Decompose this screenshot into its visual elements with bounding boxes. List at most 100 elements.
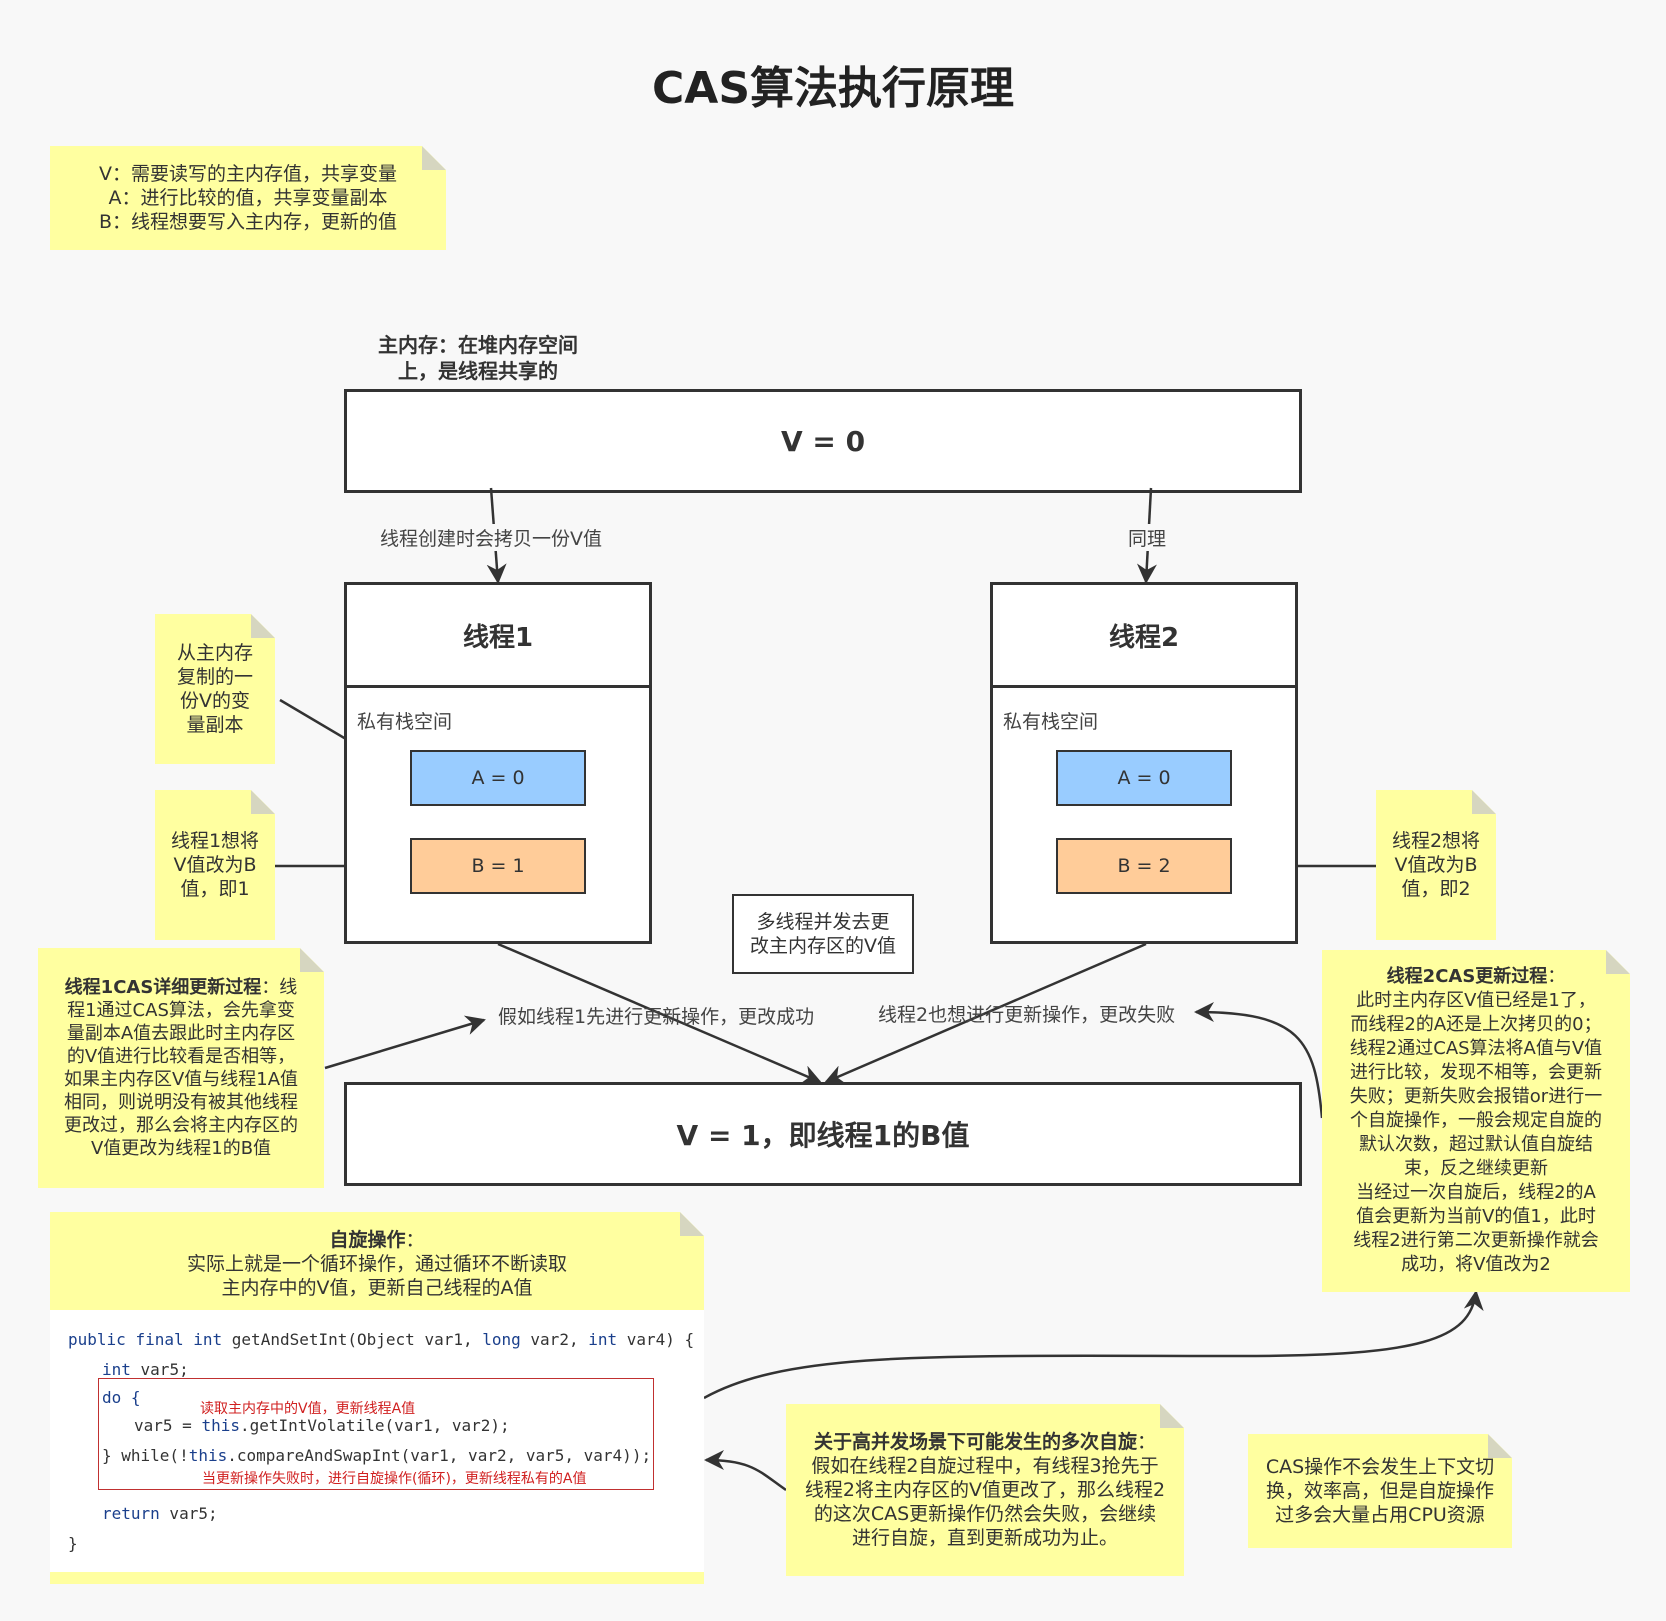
cpu-line: 换，效率高，但是自旋操作 <box>1265 1480 1494 1502</box>
main-memory-label-line2: 上，是线程共享的 <box>398 359 558 383</box>
cpu-note: CAS操作不会发生上下文切 换，效率高，但是自旋操作 过多会大量占用CPU资源 <box>1248 1434 1512 1548</box>
cas2-note-arrow <box>1194 1002 1324 1119</box>
copy-label: 线程创建时会拷贝一份V值 <box>380 524 602 551</box>
thread2-stack-label: 私有栈空间 <box>1003 711 1099 733</box>
multi-spin-line: 进行自旋，直到更新成功为止。 <box>851 1527 1118 1549</box>
copy-note-line: 复制的一 <box>176 666 253 688</box>
thread2-wants-line: 线程2想将 <box>1391 830 1481 852</box>
spin-line: 实际上就是一个循环操作，通过循环不断读取 <box>186 1253 567 1275</box>
thread2-cas-line: 线程2通过CAS算法将A值与V值 <box>1349 1038 1603 1059</box>
code-line-7: } <box>68 1534 78 1553</box>
code-block: public final int getAndSetInt(Object var… <box>50 1310 704 1572</box>
thread1-title: 线程1 <box>347 585 649 688</box>
code-line-5: } while(!this.compareAndSwapInt(var1, va… <box>102 1446 652 1465</box>
thread1-cas-line: 的V值进行比较看是否相等， <box>66 1046 296 1067</box>
thread1-wants-line: 线程1想将 <box>170 830 260 852</box>
thread1-to-result-arrow <box>497 942 822 1085</box>
multi-spin-note: 关于高并发场景下可能发生的多次自旋： 假如在线程2自旋过程中，有线程3抢先于 线… <box>786 1404 1184 1576</box>
thread2-b-value: B = 2 <box>1056 838 1232 894</box>
thread2-cas-note: 线程2CAS更新过程： 此时主内存区V值已经是1了， 而线程2的A还是上次拷贝的… <box>1322 950 1630 1292</box>
concurrent-line: 改主内存区的V值 <box>750 935 896 957</box>
loop-highlight <box>98 1378 654 1490</box>
copy-note-line: 从主内存 <box>176 642 253 664</box>
thread2-cas-first-line: 线程2CAS更新过程： <box>1387 965 1566 989</box>
thread1-cas-line: 量副本A值去跟此时主内存区 <box>66 1023 296 1044</box>
code-line-2: int var5; <box>102 1360 189 1379</box>
thread1-cas-first-line: 线程1CAS详细更新过程：线 <box>65 976 298 999</box>
multi-spin-line: 假如在线程2自旋过程中，有线程3抢先于 <box>811 1455 1159 1477</box>
thread1-wants-line: V值改为B <box>173 854 257 876</box>
thread2-a-value: A = 0 <box>1056 750 1232 806</box>
legend-note: V：需要读写的主内存值，共享变量 A：进行比较的值，共享变量副本 B：线程想要写… <box>50 146 446 250</box>
spin-title: 自旋操作 <box>329 1229 406 1251</box>
same-label: 同理 <box>1128 524 1167 551</box>
copy-from-main-note: 从主内存 复制的一 份V的变 量副本 <box>155 614 275 764</box>
thread1-cas-line: V值更改为线程1的B值 <box>90 1138 272 1159</box>
thread1-wants-note: 线程1想将 V值改为B 值，即1 <box>155 790 275 940</box>
thread1-cas-line: 程1通过CAS算法，会先拿变 <box>67 1000 295 1021</box>
main-memory-value: V = 0 <box>780 424 866 458</box>
concurrent-line: 多线程并发去更 <box>756 911 890 933</box>
result-value: V = 1，即线程1的B值 <box>676 1119 970 1152</box>
page-title: CAS算法执行原理 <box>651 63 1015 114</box>
thread1-stack-label: 私有栈空间 <box>357 711 453 733</box>
multi-spin-title-line: 关于高并发场景下可能发生的多次自旋： <box>814 1430 1156 1454</box>
multi-spin-line: 的这次CAS更新操作仍然会失败，会继续 <box>813 1503 1157 1525</box>
thread2-cas-line: 成功，将V值改为2 <box>1401 1254 1551 1275</box>
thread2-cas-line: 个自旋操作，一般会规定自旋的 <box>1350 1110 1602 1131</box>
code-comment-read: 读取主内存中的V值，更新线程A值 <box>200 1401 416 1417</box>
thread2-to-result-arrow <box>824 942 1147 1085</box>
spin-title-suffix: ： <box>405 1229 425 1251</box>
thread1-cas-line: 更改过，那么会将主内存区的 <box>64 1115 298 1136</box>
thread2-cas-line: 束，反之继续更新 <box>1404 1158 1548 1179</box>
thread1-success-label: 假如线程1先进行更新操作，更改成功 <box>498 1006 815 1028</box>
code-to-cas2-arrow <box>703 1290 1484 1400</box>
cpu-line: CAS操作不会发生上下文切 <box>1265 1456 1495 1478</box>
thread1-cas-first-suffix: ：线 <box>261 977 298 998</box>
legend-line-b: B：线程想要写入主内存，更新的值 <box>98 211 398 233</box>
thread2-wants-note: 线程2想将 V值改为B 值，即2 <box>1376 790 1496 940</box>
thread2-cas-line: 默认次数，超过默认值自旋结 <box>1359 1134 1593 1155</box>
thread1-cas-title: 线程1CAS详细更新过程 <box>64 977 262 998</box>
thread2-cas-line: 当经过一次自旋后，线程2的A <box>1356 1182 1596 1203</box>
thread2-wants-line: 值，即2 <box>1401 878 1471 900</box>
multi-spin-title-suffix: ： <box>1137 1431 1157 1453</box>
thread1-cas-line: 如果主内存区V值与线程1A值 <box>63 1069 299 1090</box>
thread2-cas-line: 线程2进行第二次更新操作就会 <box>1353 1230 1599 1251</box>
cpu-line: 过多会大量占用CPU资源 <box>1275 1504 1485 1526</box>
main-memory-label: 主内存：在堆内存空间 上，是线程共享的 <box>350 332 606 384</box>
code-line-1: public final int getAndSetInt(Object var… <box>68 1330 695 1349</box>
legend-line-a: A：进行比较的值，共享变量副本 <box>108 187 388 209</box>
spin-title-line: 自旋操作： <box>329 1228 424 1252</box>
multi-spin-line: 线程2将主内存区的V值更改了，那么线程2 <box>804 1479 1166 1501</box>
code-line-6: return var5; <box>102 1504 218 1523</box>
thread1-cas-line: 相同，则说明没有被其他线程 <box>64 1092 298 1113</box>
result-box: V = 1，即线程1的B值 <box>344 1082 1302 1186</box>
thread2-fail-label: 线程2也想进行更新操作，更改失败 <box>878 1004 1176 1026</box>
main-memory-label-line1: 主内存：在堆内存空间 <box>378 333 578 357</box>
spin-line: 主内存中的V值，更新自己线程的A值 <box>221 1277 533 1299</box>
thread2-title: 线程2 <box>993 585 1295 688</box>
thread2-cas-line: 值会更新为当前V的值1，此时 <box>1356 1206 1596 1227</box>
thread2-cas-line: 失败；更新失败会报错or进行一 <box>1349 1086 1603 1107</box>
code-line-3: do { <box>102 1388 141 1407</box>
thread2-wants-line: V值改为B <box>1394 854 1478 876</box>
multi-spin-title: 关于高并发场景下可能发生的多次自旋 <box>813 1431 1137 1453</box>
copy-note-line: 份V的变 <box>180 690 250 712</box>
copy-note-line: 量副本 <box>186 714 244 736</box>
thread2-cas-title: 线程2CAS更新过程 <box>1386 966 1548 987</box>
legend-line-v: V：需要读写的主内存值，共享变量 <box>99 163 397 185</box>
thread2-cas-line: 而线程2的A还是上次拷贝的0； <box>1350 1014 1602 1035</box>
thread1-wants-line: 值，即1 <box>180 878 250 900</box>
thread1-a-value: A = 0 <box>410 750 586 806</box>
thread2-cas-title-suffix: ： <box>1547 966 1566 987</box>
cas1-note-arrow <box>324 1015 486 1070</box>
concurrent-box: 多线程并发去更 改主内存区的V值 <box>732 894 914 974</box>
main-memory-box: V = 0 <box>344 389 1302 493</box>
thread1-cas-note: 线程1CAS详细更新过程：线 程1通过CAS算法，会先拿变 量副本A值去跟此时主… <box>38 948 324 1188</box>
code-line-4: var5 = this.getIntVolatile(var1, var2); <box>134 1416 510 1435</box>
thread2-cas-line: 此时主内存区V值已经是1了， <box>1356 990 1596 1011</box>
thread2-cas-line: 进行比较，发现不相等，会更新 <box>1350 1062 1602 1083</box>
multi-spin-arrow <box>704 1450 787 1492</box>
code-comment-spin: 当更新操作失败时，进行自旋操作(循环)，更新线程私有的A值 <box>202 1471 587 1487</box>
